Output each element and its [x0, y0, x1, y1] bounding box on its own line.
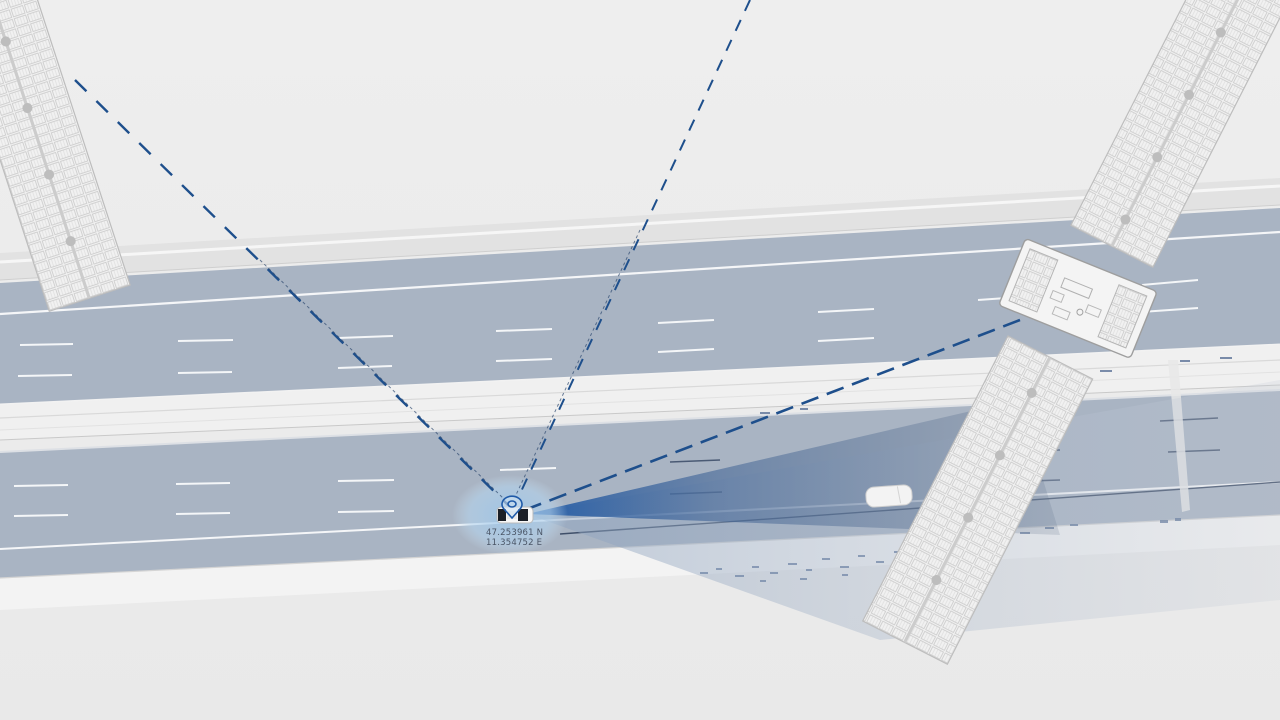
latitude-text: 47.253961 N	[486, 528, 544, 538]
signal-line-right	[529, 318, 1021, 510]
other-vehicle	[865, 484, 913, 508]
signal-line-left	[74, 79, 509, 506]
lane-markings-lower	[13, 467, 557, 517]
vehicle-coordinates: 47.253961 N 11.354752 E	[486, 528, 543, 548]
lane-markings-upper	[17, 279, 1199, 377]
satellite-right-upper-wing	[1070, 0, 1280, 268]
satellite-left-solar-wing	[0, 0, 131, 312]
signal-line-top	[517, 0, 751, 499]
location-pin-icon	[501, 495, 523, 520]
upper-roadway	[0, 178, 1280, 407]
satellite-signal-lines	[74, 0, 1021, 510]
longitude-text: 11.354752 E	[486, 538, 543, 548]
satellite-right-bus	[999, 238, 1157, 358]
satellite-right-lower-wing	[861, 335, 1094, 665]
satellite-right	[861, 0, 1280, 665]
